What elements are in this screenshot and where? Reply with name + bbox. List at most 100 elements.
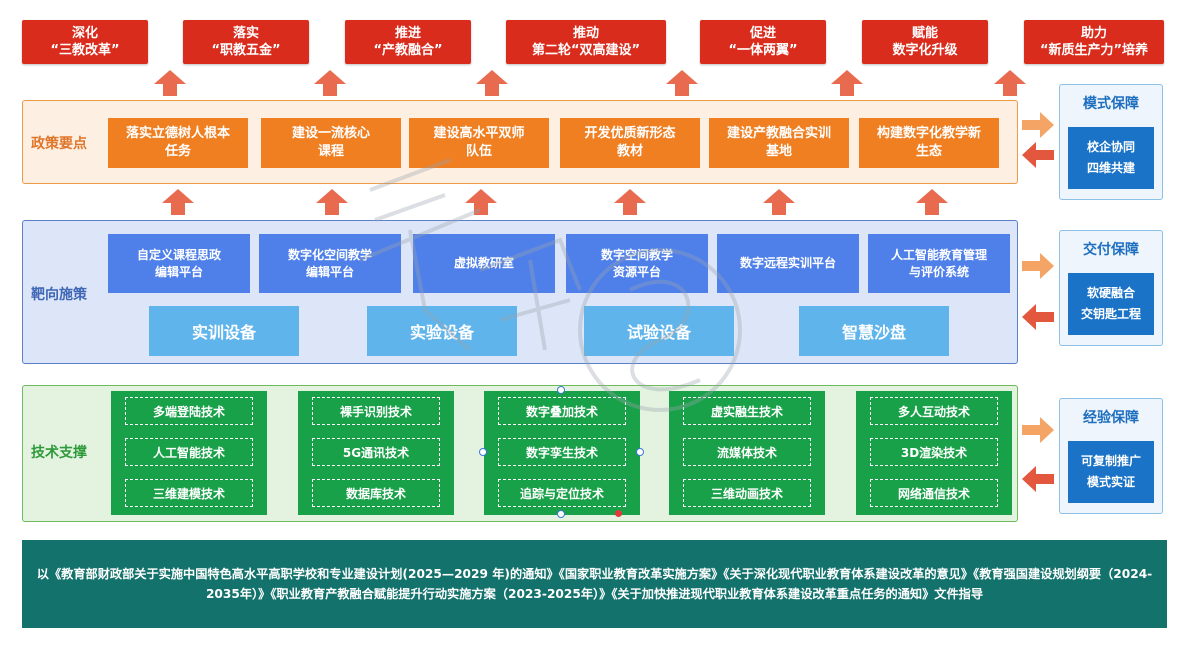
up-arrow-icon: [154, 70, 186, 96]
right-arrow-icon: [1022, 112, 1054, 138]
goal-line2: 第二轮“双高建设”: [531, 43, 641, 58]
up-arrow-icon: [916, 189, 948, 215]
policy-section-label: 政策要点: [31, 136, 87, 152]
policy-item-line1: 落实立德树人根本: [125, 126, 230, 141]
goal-box-1: 深化 “三教改革”: [22, 20, 148, 64]
goal-line1: 赋能: [911, 26, 938, 41]
equipment-box: 实训设备: [149, 306, 299, 356]
goal-box-3: 推进 “产教融合”: [345, 20, 471, 64]
policy-item-line1: 建设产教融合实训: [726, 126, 831, 141]
guarantee-title: 交付保障: [1083, 242, 1139, 258]
equipment-box: 智慧沙盘: [799, 306, 949, 356]
goal-line2: “一体两翼”: [728, 43, 798, 58]
tech-item: 数字叠加技术: [498, 397, 626, 425]
up-arrow-icon: [614, 189, 646, 215]
tech-item: 虚实融生技术: [683, 397, 811, 425]
tech-item: 多人互动技术: [870, 397, 998, 425]
guarantee-line2: 模式实证: [1086, 475, 1135, 489]
tech-item: 人工智能技术: [125, 438, 253, 466]
selection-handle[interactable]: [479, 448, 487, 456]
equipment-box: 试验设备: [584, 306, 734, 356]
tech-item: 5G通讯技术: [312, 438, 440, 466]
selection-handle[interactable]: [557, 386, 565, 394]
up-arrow-icon: [666, 70, 698, 96]
guarantee-line1: 软硬融合: [1086, 286, 1135, 300]
goal-box-4: 推动第二轮“双高建设”: [506, 20, 666, 64]
platform-box: 人工智能教育管理与评价系统: [868, 234, 1010, 293]
policy-item-line2: 课程: [317, 144, 344, 159]
footer-policy-basis: 以《教育部财政部关于实施中国特色高水平高职学校和专业建设计划(2025—2029…: [22, 540, 1167, 628]
up-arrow-icon: [476, 70, 508, 96]
goal-line1: 推动: [572, 26, 599, 41]
guarantee-panel-delivery: 交付保障 软硬融合交钥匙工程: [1059, 230, 1163, 346]
platform-line1: 数字空间教学: [600, 247, 673, 262]
footer-text: 以《教育部财政部关于实施中国特色高水平高职学校和专业建设计划(2025—2029…: [36, 567, 1153, 601]
selection-handle[interactable]: [557, 510, 565, 518]
goal-line1: 推进: [394, 26, 421, 41]
tech-item: 追踪与定位技术: [498, 479, 626, 507]
measures-section-label: 靶向施策: [31, 287, 87, 303]
policy-item-line2: 生态: [915, 144, 942, 159]
platform-line2: 资源平台: [612, 264, 661, 279]
platform-line1: 自定义课程思政: [136, 247, 221, 262]
up-arrow-icon: [316, 189, 348, 215]
guarantee-title: 模式保障: [1083, 96, 1139, 112]
guarantee-box: 可复制推广模式实证: [1068, 441, 1154, 503]
up-arrow-icon: [763, 189, 795, 215]
goal-box-6: 赋能数字化升级: [862, 20, 988, 64]
policy-item-line2: 基地: [765, 144, 792, 159]
up-arrow-icon: [831, 70, 863, 96]
tech-section-label: 技术支撑: [31, 445, 87, 461]
platform-line1: 数字远程实训平台: [739, 256, 836, 270]
guarantee-line2: 四维共建: [1086, 161, 1135, 175]
up-arrow-icon: [162, 189, 194, 215]
tech-group: 多端登陆技术人工智能技术三维建模技术: [111, 391, 267, 515]
tech-item: 3D渲染技术: [870, 438, 998, 466]
platform-line1: 数字化空间教学: [287, 247, 372, 262]
goal-line1: 深化: [71, 26, 98, 41]
tech-item: 网络通信技术: [870, 479, 998, 507]
policy-item-line1: 建设高水平双师: [433, 126, 525, 141]
goal-box-7: 助力 “新质生产力”培养: [1024, 20, 1164, 64]
policy-item: 构建数字化教学新生态: [859, 118, 999, 168]
policy-item-line2: 任务: [164, 144, 191, 159]
goal-line2: “职教五金”: [211, 43, 281, 58]
policy-item: 落实立德树人根本任务: [108, 118, 248, 168]
platform-line1: 人工智能教育管理: [890, 247, 987, 262]
goal-line1: 助力: [1080, 26, 1107, 41]
tech-item: 三维动画技术: [683, 479, 811, 507]
tech-item: 裸手识别技术: [312, 397, 440, 425]
policy-item-line2: 教材: [616, 144, 643, 159]
selection-handle[interactable]: [636, 448, 644, 456]
up-arrow-icon: [465, 189, 497, 215]
tech-item: 多端登陆技术: [125, 397, 253, 425]
platform-line2: 编辑平台: [154, 264, 203, 279]
platform-box: 数字空间教学资源平台: [566, 234, 708, 293]
left-arrow-icon: [1022, 142, 1054, 168]
guarantee-title: 经验保障: [1083, 410, 1139, 426]
policy-item-line1: 开发优质新形态: [584, 126, 676, 141]
tech-item: 流媒体技术: [683, 438, 811, 466]
right-arrow-icon: [1022, 253, 1054, 279]
guarantee-box: 软硬融合交钥匙工程: [1068, 273, 1154, 335]
goal-line2: “产教融合”: [373, 43, 443, 58]
goal-line1: 落实: [232, 26, 259, 41]
guarantee-line1: 校企协同: [1086, 140, 1135, 154]
platform-line1: 虚拟教研室: [453, 256, 514, 270]
tech-item: 数据库技术: [312, 479, 440, 507]
platform-box: 虚拟教研室: [413, 234, 555, 293]
equipment-box: 实验设备: [367, 306, 517, 356]
rotation-handle[interactable]: [615, 510, 622, 517]
policy-item: 建设一流核心课程: [261, 118, 401, 168]
goal-box-5: 促进“一体两翼”: [700, 20, 826, 64]
policy-item: 建设高水平双师队伍: [409, 118, 549, 168]
up-arrow-icon: [314, 70, 346, 96]
platform-box: 自定义课程思政编辑平台: [108, 234, 250, 293]
guarantee-panel-mode: 模式保障 校企协同四维共建: [1059, 84, 1163, 200]
goal-line2: “三教改革”: [50, 43, 120, 58]
goal-box-2: 落实 “职教五金”: [183, 20, 309, 64]
goal-line2: “新质生产力”培养: [1039, 43, 1149, 58]
platform-line2: 与评价系统: [908, 264, 969, 279]
tech-item: 数字孪生技术: [498, 438, 626, 466]
policy-item-line1: 建设一流核心: [291, 126, 370, 141]
